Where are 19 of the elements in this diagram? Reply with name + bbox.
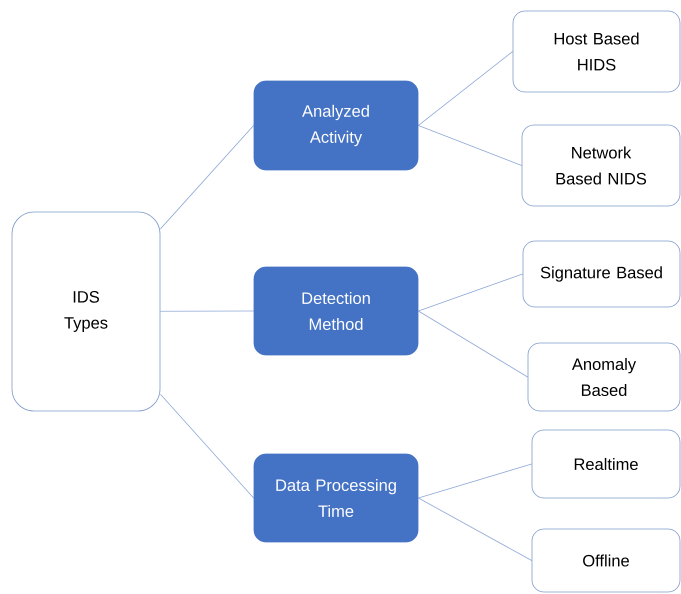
- connector-line: [418, 498, 532, 561]
- leaf-box: Host Based HIDS: [512, 10, 680, 92]
- connector-line: [160, 310, 254, 312]
- category-box: Analyzed Activity: [254, 80, 418, 170]
- connector-line: [418, 310, 528, 378]
- leaf-box: Signature Based: [522, 240, 680, 308]
- connector-line: [418, 464, 532, 498]
- category-box: Detection Method: [254, 266, 418, 356]
- connector-line: [418, 274, 523, 312]
- connector-line: [160, 125, 254, 230]
- category-box: Data Processing Time: [254, 454, 418, 542]
- leaf-box: Realtime: [532, 430, 680, 498]
- connector-line: [160, 394, 254, 498]
- root-box: IDS Types: [12, 212, 160, 412]
- leaf-box: Network Based NIDS: [522, 124, 680, 206]
- leaf-box: Anomaly Based: [528, 342, 680, 412]
- connector-line: [418, 51, 513, 126]
- leaf-box: Offline: [532, 528, 680, 592]
- connector-line: [418, 125, 522, 166]
